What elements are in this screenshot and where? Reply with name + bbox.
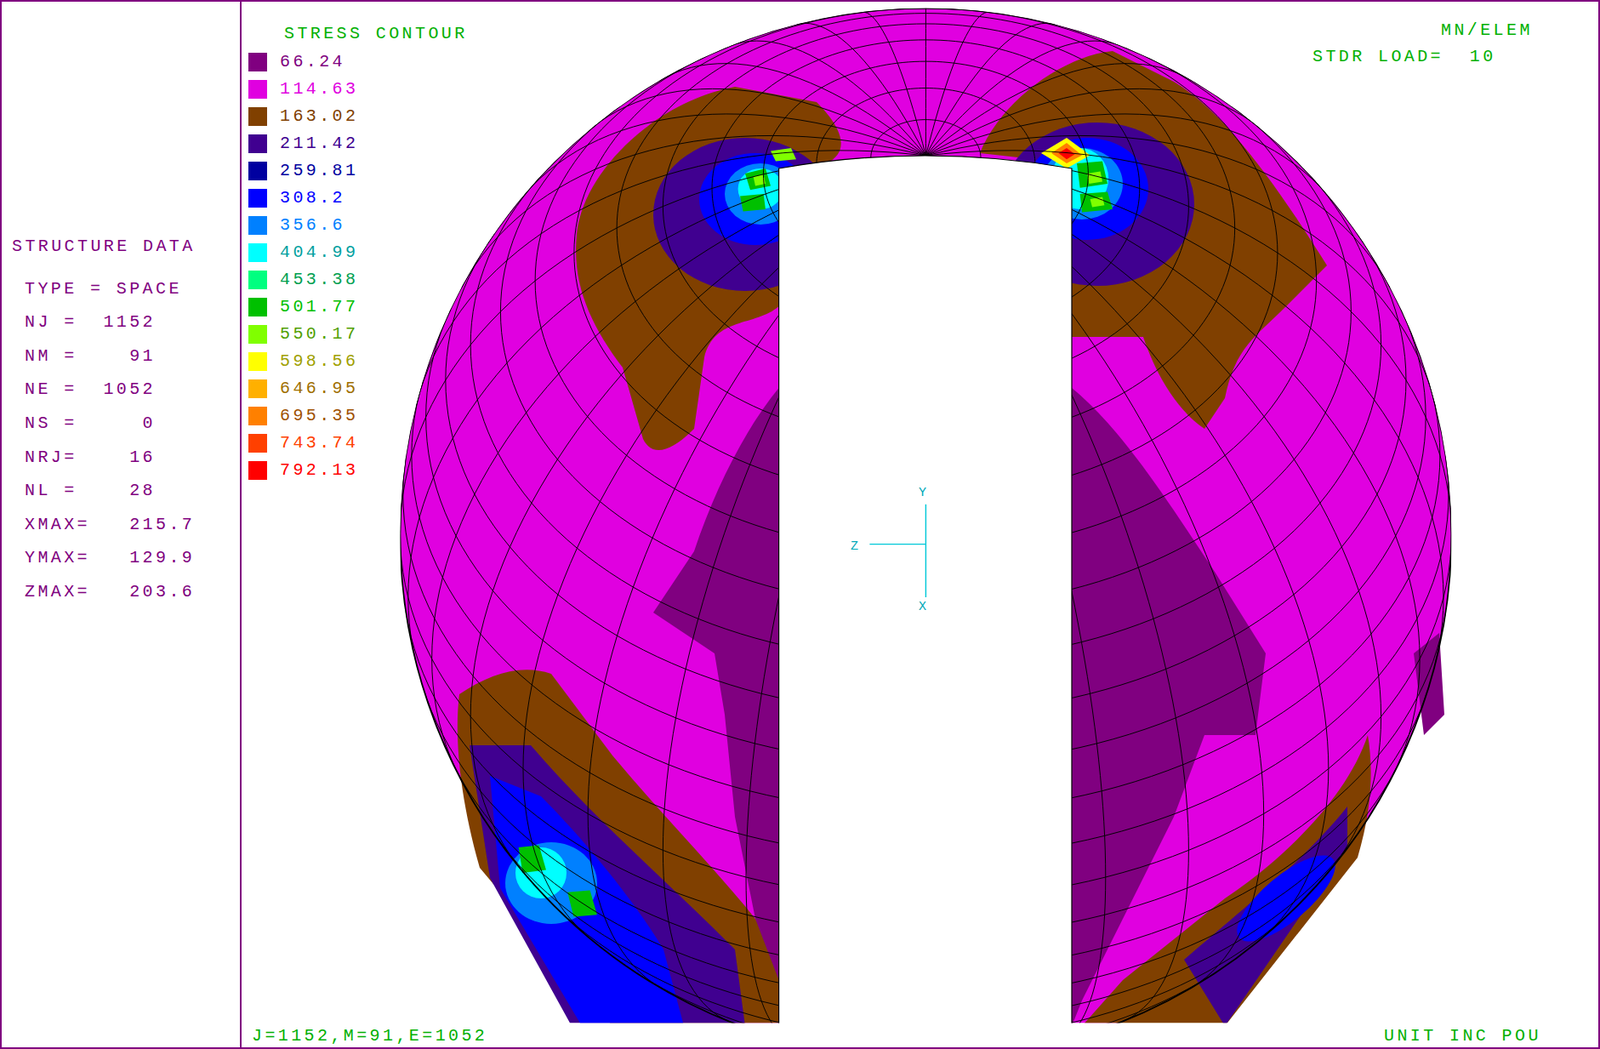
legend-swatch [248, 461, 268, 480]
structure-value: NS = 0 [24, 413, 156, 434]
base-contour [399, 8, 1452, 1049]
legend-heading: STRESS CONTOUR [284, 23, 468, 45]
legend-entry: 598.56 [248, 351, 359, 372]
legend-value: 792.13 [279, 460, 359, 481]
legend-swatch [248, 107, 268, 126]
legend-value: 550.17 [279, 324, 359, 345]
legend-value: 501.77 [279, 296, 359, 318]
mesh-line [925, 22, 1055, 156]
legend-swatch [248, 134, 268, 154]
legend-swatch [248, 433, 268, 453]
legend-entry: 453.38 [248, 269, 359, 291]
legend-entry: 356.6 [248, 215, 346, 236]
legend-entry: 646.95 [248, 378, 359, 399]
axis-line [869, 543, 926, 545]
mesh-line [925, 40, 1122, 156]
legend-entry: 404.99 [248, 242, 359, 263]
legend-value: 308.2 [279, 187, 346, 209]
panel-divider [239, 0, 242, 1048]
legend-swatch [248, 188, 268, 208]
structure-value: NJ = 1152 [24, 312, 156, 333]
structure-value: NRJ= 16 [24, 447, 156, 468]
mesh-line [925, 8, 927, 156]
legend-value: 163.02 [279, 106, 359, 127]
sphere-fill [399, 8, 1452, 1049]
structure-value: NE = 1052 [24, 379, 156, 400]
footer-label: UNIT INC POU [1383, 1025, 1542, 1047]
mesh-line [592, 88, 926, 156]
legend-swatch [248, 243, 268, 262]
mesh-line [925, 88, 1259, 156]
axis-line [925, 504, 927, 598]
axis-label: Z [850, 536, 860, 558]
structure-value: TYPE = SPACE [24, 279, 183, 300]
contour-region [1041, 137, 1091, 169]
legend-swatch [248, 79, 268, 99]
legend-entry: 211.42 [248, 133, 359, 154]
mesh-line [925, 63, 1192, 156]
legend-value: 404.99 [279, 242, 359, 263]
legend-entry: 66.24 [248, 51, 346, 73]
legend-value: 259.81 [279, 160, 359, 182]
legend-entry: 501.77 [248, 296, 359, 318]
legend-swatch [248, 161, 268, 181]
legend-swatch [248, 324, 268, 344]
mesh-line [925, 11, 990, 156]
legend-value: 211.42 [279, 133, 359, 154]
element-mesh [399, 8, 1452, 1049]
legend-entry: 550.17 [248, 324, 359, 345]
contour-region [1081, 734, 1372, 1026]
panel-heading: STRUCTURE DATA [11, 236, 196, 257]
contour-region [1087, 171, 1105, 208]
mesh-line [862, 11, 927, 156]
slot-edge [779, 155, 1072, 1023]
sphere-outline [399, 8, 1452, 1049]
legend-swatch [248, 297, 268, 317]
legend-entry: 792.13 [248, 460, 359, 481]
footer-label: J=1152,M=91,E=1052 [251, 1025, 488, 1047]
structure-value: YMAX= 129.9 [24, 547, 195, 569]
load-label: STDR LOAD= 10 [1312, 46, 1497, 68]
legend-value: 598.56 [279, 351, 359, 372]
contour-region [505, 842, 598, 924]
legend-entry: 695.35 [248, 405, 359, 427]
structure-value: NL = 28 [24, 480, 156, 502]
structure-value: ZMAX= 203.6 [24, 581, 195, 603]
unit-label: MN/ELEM [1440, 20, 1533, 41]
mesh-line [659, 63, 926, 156]
legend-entry: 259.81 [248, 160, 359, 182]
legend-value: 695.35 [279, 405, 359, 427]
legend-swatch [248, 406, 268, 426]
structure-value: XMAX= 215.7 [24, 514, 195, 536]
legend-swatch [248, 52, 268, 72]
legend-value: 453.38 [279, 269, 359, 291]
legend-swatch [248, 352, 268, 371]
axis-label: Y [918, 483, 928, 504]
legend-value: 646.95 [279, 378, 359, 399]
legend-entry: 114.63 [248, 79, 359, 100]
axis-label: X [918, 597, 928, 618]
legend-entry: 743.74 [248, 432, 359, 454]
slot-opening [779, 155, 1072, 1031]
sphere-group [399, 8, 1452, 1049]
legend-value: 114.63 [279, 79, 359, 100]
legend-value: 66.24 [279, 51, 346, 73]
legend-entry: 308.2 [248, 187, 346, 209]
legend-swatch [248, 270, 268, 290]
legend-swatch [248, 379, 268, 399]
legend-swatch [248, 216, 268, 235]
legend-value: 743.74 [279, 432, 359, 454]
legend-entry: 163.02 [248, 106, 359, 127]
contour-region [740, 168, 771, 211]
legend-value: 356.6 [279, 215, 346, 236]
structure-value: NM = 91 [24, 346, 156, 367]
